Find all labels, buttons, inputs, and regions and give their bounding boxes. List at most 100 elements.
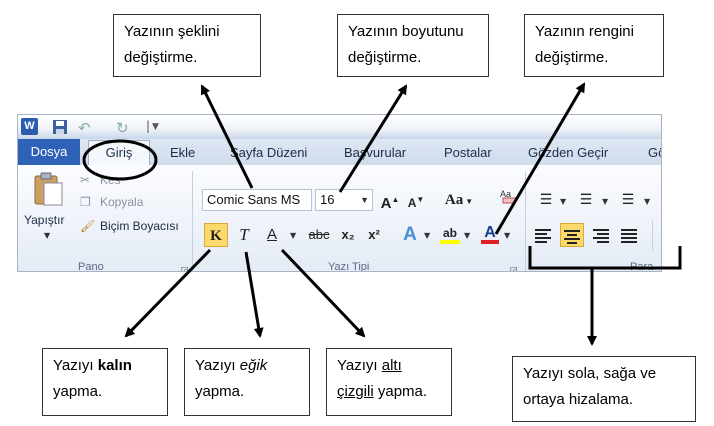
callout-align: Yazıyı sola, sağa ve ortaya hizalama. [512, 356, 696, 422]
callout-bold: Yazıyı kalın yapma. [42, 348, 168, 416]
tab-home[interactable]: Giriş [88, 140, 150, 165]
font-face-combo[interactable]: Comic Sans MS [202, 189, 312, 211]
cut-button[interactable]: Kes [100, 173, 121, 187]
font-launcher-icon[interactable]: ◲ [510, 265, 518, 272]
paste-label: Yapıştır [24, 213, 65, 227]
bullets-button[interactable]: ☰ [539, 191, 553, 207]
paste-button[interactable]: Yapıştır ▼ [22, 169, 74, 249]
clear-formatting-icon: Aa [500, 189, 516, 204]
clipboard-launcher-icon[interactable]: ◲ [181, 265, 189, 272]
font-size-combo[interactable]: 16 ▼ [315, 189, 373, 211]
tab-file[interactable]: Dosya [18, 139, 80, 165]
callout-text-underlined: altı [381, 357, 402, 374]
callout-text-underlined: çizgili [337, 383, 374, 400]
callout-text-italic: eğik [239, 357, 268, 374]
callout-font-size: Yazının boyutunu değiştirme. [337, 14, 489, 77]
word-app-icon[interactable]: W [21, 118, 38, 135]
callout-text-post: yapma. [373, 383, 428, 400]
grow-font-glyph: A [380, 195, 392, 212]
highlight-glyph: ab [442, 226, 457, 240]
word-ribbon: W ↶ ↻ | ▼ Dosya Giriş Ekle Sayfa Düzeni … [17, 114, 662, 272]
strikethrough-button[interactable]: abc [304, 223, 334, 247]
align-right-button[interactable] [590, 223, 614, 247]
highlight-color-swatch [440, 240, 460, 244]
group-divider [525, 171, 526, 271]
text-effects-button[interactable]: A [398, 223, 422, 247]
callout-text: çizgili yapma. [337, 379, 441, 405]
chevron-down-icon: ▼ [360, 195, 369, 205]
multilevel-list-button[interactable]: ☰ [621, 191, 635, 207]
align-center-button[interactable] [560, 223, 584, 247]
clipboard-icon [34, 172, 63, 206]
callout-text: ortaya hizalama. [523, 391, 634, 408]
customize-qat-icon[interactable]: ▼ [152, 122, 159, 132]
multilevel-dropdown-icon[interactable]: ▼ [644, 197, 651, 206]
callout-text: Yazıyı sola, sağa ve [523, 365, 657, 382]
callout-text: yapma. [53, 383, 103, 400]
callout-text: Yazının şeklini [124, 23, 220, 40]
shrink-font-button[interactable]: A▼ [407, 195, 425, 210]
quick-access-toolbar: W ↶ ↻ | ▼ [18, 115, 661, 139]
subscript-glyph: x₂ [341, 227, 355, 242]
shrink-font-glyph: A [407, 196, 417, 210]
qat-separator: | [146, 119, 151, 133]
tab-references[interactable]: Başvurular [344, 145, 407, 160]
callout-font-face: Yazının şeklini değiştirme. [113, 14, 261, 77]
group-divider [652, 221, 653, 251]
undo-icon[interactable]: ↶ [78, 119, 91, 137]
tab-insert[interactable]: Ekle [170, 145, 196, 160]
font-color-button[interactable]: A [478, 221, 502, 245]
bullets-dropdown-icon[interactable]: ▼ [560, 197, 567, 206]
grow-font-button[interactable]: A▲ [380, 195, 400, 212]
superscript-button[interactable]: x² [362, 223, 386, 247]
tab-review[interactable]: Gözden Geçir [528, 145, 609, 160]
ribbon-body: Yapıştır ▼ ✂ Kes ❐ Kopyala 🖌 Biçim Boyac… [18, 165, 661, 272]
callout-text: Yazının rengini [535, 23, 634, 40]
callout-underline: Yazıyı altı çizgili yapma. [326, 348, 452, 416]
tab-view[interactable]: Gö [648, 145, 661, 160]
subscript-button[interactable]: x₂ [336, 223, 360, 247]
group-divider [192, 171, 193, 271]
copy-button[interactable]: Kopyala [100, 195, 144, 209]
scissors-icon: ✂ [80, 173, 91, 187]
highlight-dropdown-icon[interactable]: ▼ [464, 231, 471, 240]
font-size-value: 16 [320, 192, 335, 207]
paragraph-group-label: Para [630, 261, 654, 272]
italic-button[interactable]: T [232, 223, 256, 247]
font-group-label: Yazı Tipi [328, 261, 370, 272]
underline-glyph: A [266, 226, 277, 243]
clipboard-group-label: Pano [78, 261, 104, 272]
font-color-glyph: A [484, 224, 496, 241]
callout-font-color: Yazının rengini değiştirme. [524, 14, 664, 77]
format-painter-button[interactable]: Biçim Boyacısı [100, 219, 179, 233]
italic-glyph: T [239, 225, 249, 244]
callout-text: yapma. [195, 383, 245, 400]
numbering-dropdown-icon[interactable]: ▼ [602, 197, 609, 206]
align-left-button[interactable] [532, 223, 556, 247]
underline-dropdown-icon[interactable]: ▼ [290, 231, 297, 240]
redo-icon[interactable]: ↻ [116, 119, 129, 137]
bold-button[interactable]: K [204, 223, 228, 247]
numbering-button[interactable]: ☰ [579, 191, 593, 207]
callout-text: Yazının boyutunu [348, 23, 464, 40]
callout-italic: Yazıyı eğik yapma. [184, 348, 310, 416]
highlight-button[interactable]: ab [438, 221, 462, 245]
bold-glyph: K [210, 228, 222, 244]
change-case-button[interactable]: Aa ▼ [444, 192, 474, 208]
callout-text-pre: Yazıyı [53, 357, 98, 374]
tab-page-layout[interactable]: Sayfa Düzeni [230, 145, 308, 160]
paste-dropdown-icon[interactable]: ▼ [44, 231, 51, 240]
justify-button[interactable] [618, 223, 642, 247]
text-effects-dropdown-icon[interactable]: ▼ [424, 231, 431, 240]
font-color-swatch [481, 240, 499, 244]
font-color-dropdown-icon[interactable]: ▼ [504, 231, 511, 240]
save-icon[interactable] [52, 119, 68, 138]
copy-icon: ❐ [80, 195, 91, 209]
superscript-glyph: x² [368, 227, 380, 242]
underline-button[interactable]: A [260, 223, 284, 247]
clear-formatting-button[interactable]: Aa [496, 187, 520, 211]
change-case-glyph: Aa [444, 192, 464, 208]
callout-text-pre: Yazıyı [337, 357, 382, 374]
callout-text-pre: Yazıyı [195, 357, 240, 374]
tab-mailings[interactable]: Postalar [444, 145, 492, 160]
